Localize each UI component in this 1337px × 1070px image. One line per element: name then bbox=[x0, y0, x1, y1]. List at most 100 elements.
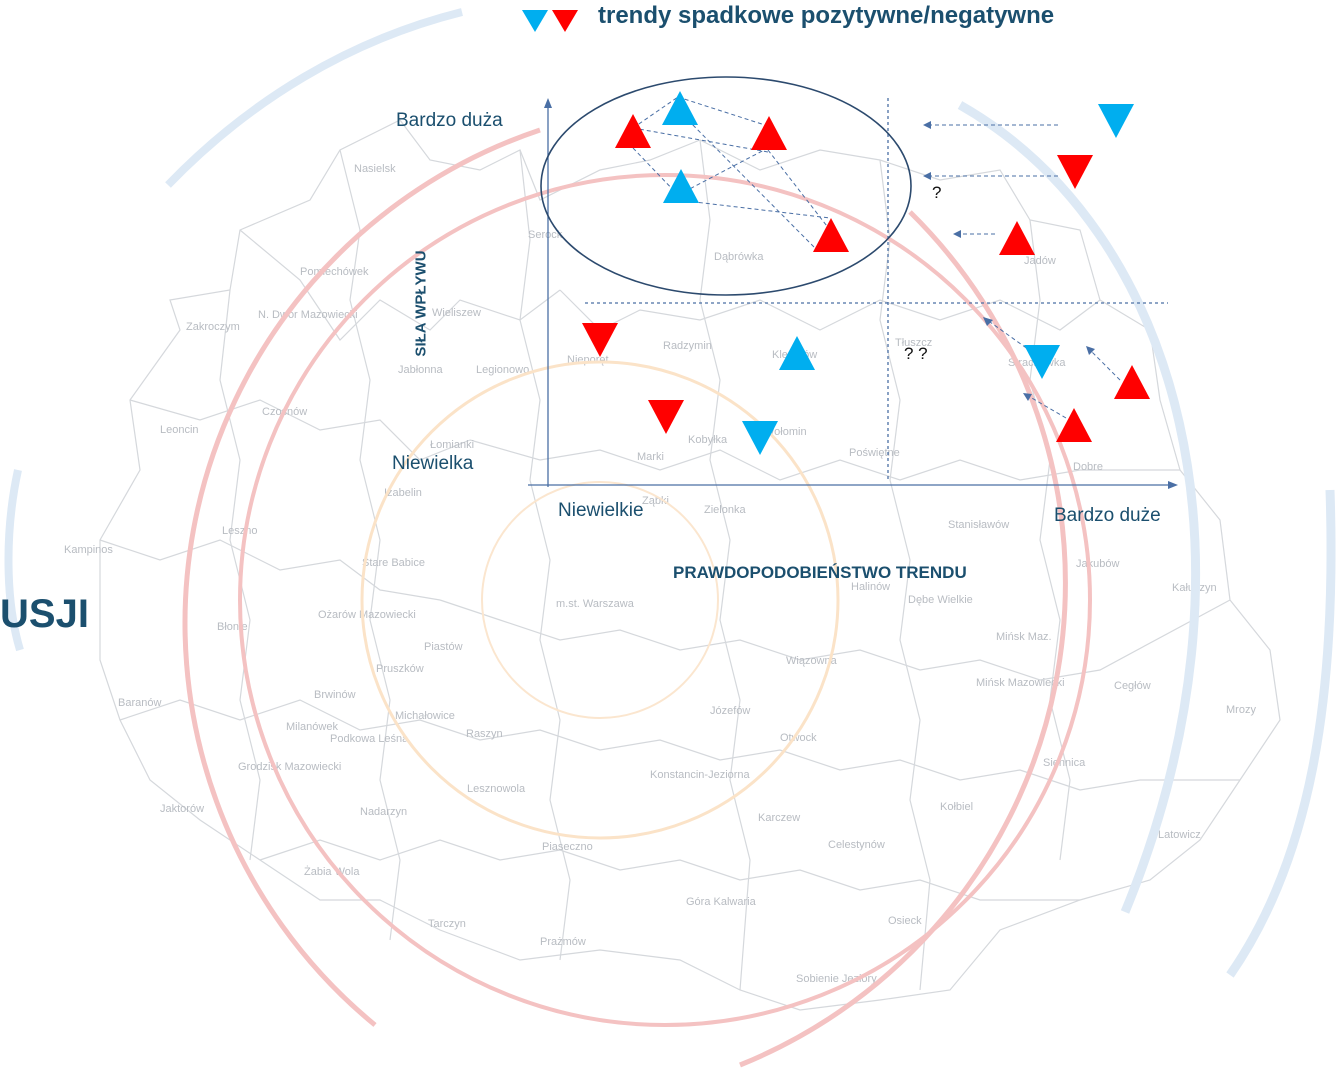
map-label: Wieliszew bbox=[432, 307, 481, 319]
map-label: N. Dwór Mazowiecki bbox=[258, 309, 358, 321]
map-label: Milanówek bbox=[286, 721, 338, 733]
map-label: Celestynów bbox=[828, 839, 885, 851]
map-label: Michałowice bbox=[395, 710, 455, 722]
map-label: Jaktorów bbox=[160, 803, 204, 815]
legend-icons bbox=[522, 10, 578, 32]
cluster-connectors bbox=[632, 96, 831, 249]
map-label: Pomiechówek bbox=[300, 266, 369, 278]
map-label: Dębe Wielkie bbox=[908, 594, 973, 606]
y-axis-high-label: Bardzo duża bbox=[396, 110, 503, 131]
map-label: Konstancin-Jeziorna bbox=[650, 769, 751, 781]
map-label: Podkowa Leśna bbox=[330, 733, 409, 745]
map-label: Baranów bbox=[118, 697, 161, 709]
map-label: m.st. Warszawa bbox=[556, 598, 635, 610]
map-label: Mińsk Mazowiecki bbox=[976, 677, 1065, 689]
x-axis-arrow-icon bbox=[1168, 481, 1178, 489]
trend-arrows bbox=[923, 121, 1121, 419]
ring-blue-left bbox=[165, 8, 463, 188]
rings bbox=[4, 8, 1336, 1068]
map-label: Jabłonna bbox=[398, 364, 444, 376]
map-label: Jadów bbox=[1024, 255, 1056, 267]
ring-blue-right bbox=[957, 101, 1200, 914]
map-label: Pruszków bbox=[376, 663, 424, 675]
map-label: Wołomin bbox=[764, 426, 807, 438]
map-label: Góra Kalwaria bbox=[686, 896, 757, 908]
marker-red-down-1 bbox=[1057, 155, 1093, 189]
map-label: Serock bbox=[528, 229, 563, 241]
y-axis-arrow-icon bbox=[544, 98, 552, 108]
marker-blue-down-3 bbox=[1024, 345, 1060, 379]
map-label: Łomianki bbox=[430, 439, 474, 451]
map-label: Latowicz bbox=[1158, 829, 1201, 841]
arrow-head-icon bbox=[923, 172, 931, 180]
x-axis-title: PRAWDOPODOBIEŃSTWO TRENDU bbox=[673, 563, 967, 582]
map-label: Kołbiel bbox=[940, 801, 973, 813]
triangle-down-red-icon bbox=[552, 10, 578, 32]
axes bbox=[528, 98, 1178, 489]
map-label: Żabia Wola bbox=[304, 865, 360, 878]
map-label: Leoncin bbox=[160, 424, 199, 436]
map-label: Ząbki bbox=[642, 495, 669, 507]
map-label: Kobyłka bbox=[688, 434, 728, 446]
map-label: Osieck bbox=[888, 915, 922, 927]
marker-pos-2 bbox=[663, 169, 699, 203]
map-label: Siennica bbox=[1043, 757, 1086, 769]
map-label: Brwinów bbox=[314, 689, 356, 701]
triangle-down-blue-icon bbox=[522, 10, 548, 32]
marker-neg-2 bbox=[751, 116, 787, 150]
map-label: Tarczyn bbox=[428, 918, 466, 930]
map-label: Radzymin bbox=[663, 340, 712, 352]
marker-blue-down-2 bbox=[742, 421, 778, 455]
map-label: Mrozy bbox=[1226, 704, 1256, 716]
marker-red-up-4 bbox=[999, 221, 1035, 255]
ring-orange bbox=[360, 360, 840, 840]
map-label: Halinów bbox=[851, 581, 890, 593]
trend-markers bbox=[582, 91, 1150, 455]
map-label: Piaseczno bbox=[542, 841, 593, 853]
map-label: Leszno bbox=[222, 525, 257, 537]
map-label: Kampinos bbox=[64, 544, 113, 556]
map-label: Grodzisk Mazowiecki bbox=[238, 761, 341, 773]
ring-red-inner bbox=[238, 173, 1092, 1027]
trend-arrow bbox=[1091, 351, 1121, 381]
marker-blue-down-1 bbox=[1098, 104, 1134, 138]
y-axis-title: SIŁA WPŁYWU bbox=[412, 250, 430, 357]
map-label: Piastów bbox=[424, 641, 463, 653]
marker-red-up-6 bbox=[1056, 408, 1092, 442]
cluster-ellipse bbox=[540, 76, 912, 296]
map-label: Ożarów Mazowiecki bbox=[318, 609, 416, 621]
map-label: Zielonka bbox=[704, 504, 746, 516]
marker-neg-1 bbox=[615, 114, 651, 148]
map-label: Raszyn bbox=[466, 728, 503, 740]
map-label: Cegłów bbox=[1114, 680, 1151, 692]
marker-red-up-5 bbox=[1114, 365, 1150, 399]
arrow-head-icon bbox=[1086, 346, 1095, 355]
ring-blue-left-small bbox=[4, 469, 24, 652]
map-label: Nadarzyn bbox=[360, 806, 407, 818]
map-label: Dobre bbox=[1073, 461, 1103, 473]
x-axis-high-label: Bardzo duże bbox=[1054, 505, 1161, 526]
marker-red-down-2 bbox=[582, 323, 618, 357]
map-label: Tłuszcz bbox=[895, 337, 932, 349]
marker-blue-up-3 bbox=[779, 336, 815, 370]
map-label: Marki bbox=[637, 451, 664, 463]
map-label: Józefów bbox=[710, 705, 750, 717]
map-label: Stare Babice bbox=[362, 557, 425, 569]
map-label: Nasielsk bbox=[354, 163, 396, 175]
trend-arrow bbox=[989, 321, 1033, 353]
map-label: Karczew bbox=[758, 812, 800, 824]
ring-blue-far-right bbox=[1226, 489, 1336, 978]
ring-red-outer bbox=[182, 127, 541, 1027]
map-label: Legionowo bbox=[476, 364, 529, 376]
ring-red-outer-right bbox=[739, 210, 1068, 1068]
side-title-fragment: USJI bbox=[0, 592, 89, 636]
arrow-head-icon bbox=[953, 230, 961, 238]
ring-inner bbox=[481, 481, 719, 719]
map-label: Izabelin bbox=[384, 487, 422, 499]
x-axis-low-label: Niewielkie bbox=[558, 500, 644, 521]
map-label: Lesznowola bbox=[467, 783, 526, 795]
arrow-head-icon bbox=[983, 317, 993, 326]
marker-neg-3 bbox=[813, 218, 849, 252]
map-label: Otwock bbox=[780, 732, 817, 744]
